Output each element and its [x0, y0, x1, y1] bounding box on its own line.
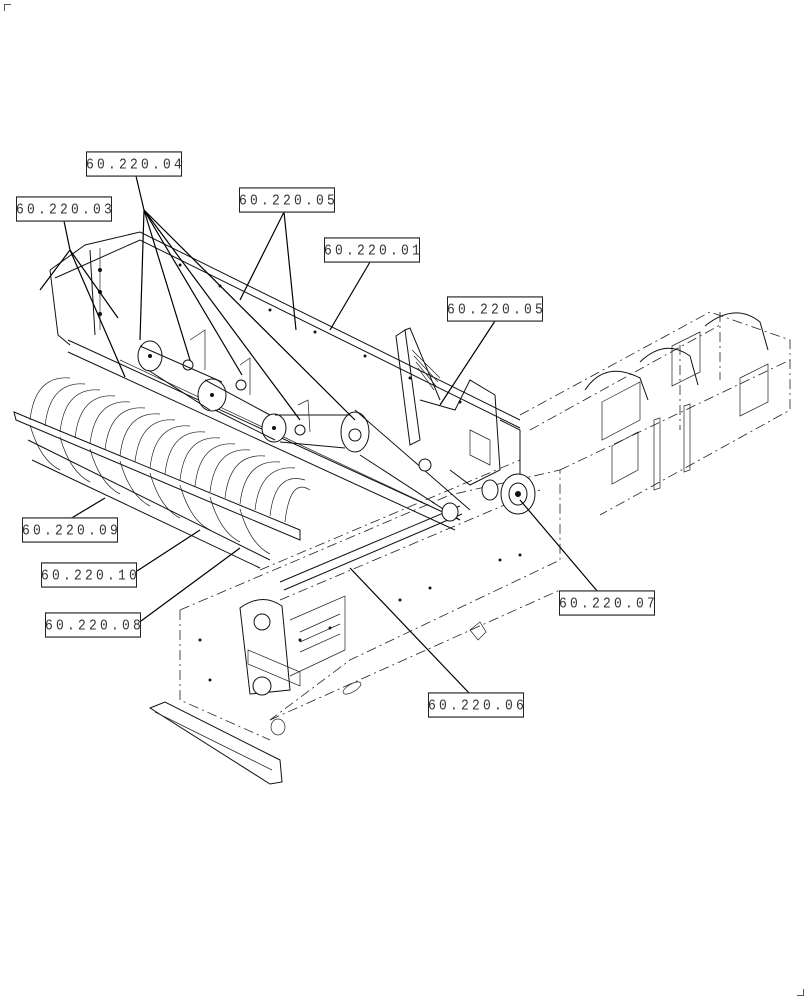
main-chassis — [148, 459, 561, 785]
crop-mark-bottom-right — [797, 989, 804, 996]
callout-60-220-01[interactable]: 60.220.01 — [324, 237, 424, 263]
callout-label: 60.220.01 — [324, 241, 424, 259]
drive-side — [395, 327, 536, 522]
callout-label: 60.220.09 — [22, 521, 122, 539]
leader-lines — [39, 175, 599, 695]
callout-label: 60.220.03 — [16, 200, 116, 218]
crop-mark-top-left — [4, 4, 11, 11]
callout-label: 60.220.05 — [447, 300, 547, 318]
callout-label: 60.220.06 — [428, 696, 528, 714]
callout-60-220-10[interactable]: 60.220.10 — [41, 562, 141, 588]
callout-60-220-06[interactable]: 60.220.06 — [428, 692, 528, 718]
rear-frame — [519, 311, 791, 516]
callout-label: 60.220.04 — [86, 155, 186, 173]
callout-60-220-07[interactable]: 60.220.07 — [559, 590, 659, 616]
callout-60-220-08[interactable]: 60.220.08 — [45, 612, 145, 638]
callout-label: 60.220.05 — [239, 191, 339, 209]
callout-label: 60.220.08 — [45, 616, 145, 634]
belt-drive — [137, 329, 471, 521]
pickup-housing — [49, 231, 521, 531]
pickup-reel — [13, 377, 311, 569]
callout-60-220-05-upper[interactable]: 60.220.05 — [239, 187, 339, 213]
callout-60-220-03[interactable]: 60.220.03 — [16, 196, 116, 222]
callout-label: 60.220.07 — [559, 594, 659, 612]
callout-60-220-09[interactable]: 60.220.09 — [22, 517, 122, 543]
callout-60-220-04[interactable]: 60.220.04 — [86, 151, 186, 177]
callout-label: 60.220.10 — [41, 566, 141, 584]
callout-60-220-05-right[interactable]: 60.220.05 — [447, 296, 547, 322]
